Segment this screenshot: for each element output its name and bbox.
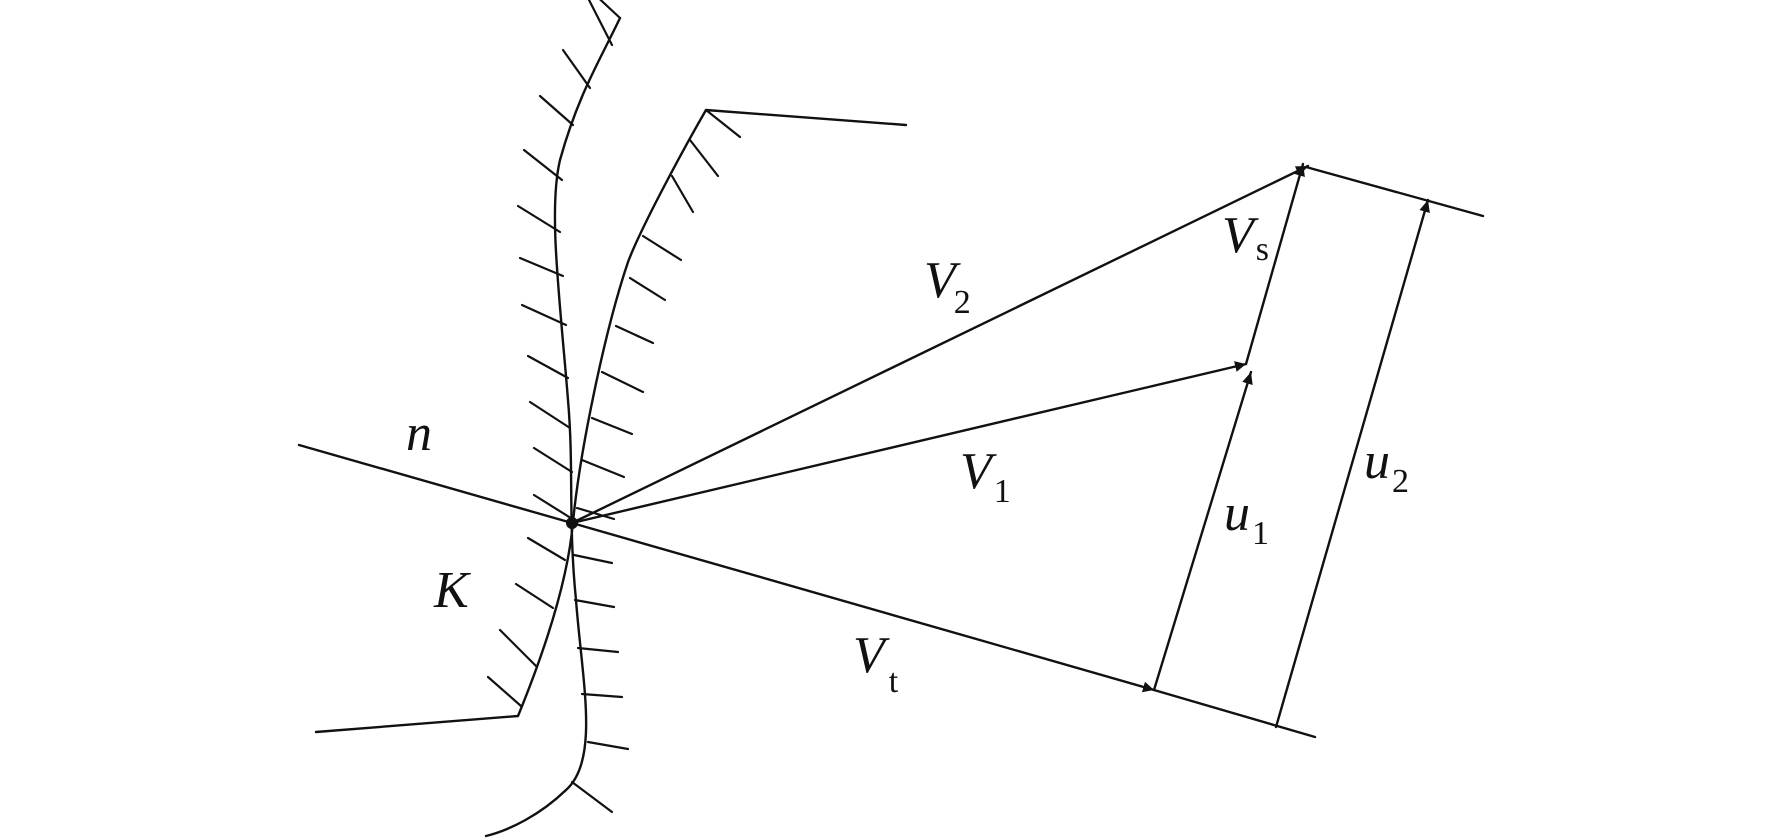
label-u1: u1 xyxy=(1224,485,1269,552)
vector-u2 xyxy=(1274,198,1430,729)
label-u2: u2 xyxy=(1364,433,1409,500)
vector-u1 xyxy=(1152,370,1253,692)
label-vs: Vs xyxy=(1222,207,1269,268)
label-v2: V2 xyxy=(924,252,971,321)
vector-vs xyxy=(1244,162,1305,366)
top-parallel-line xyxy=(1304,165,1485,218)
vector-v1 xyxy=(570,361,1248,525)
vector-vt-extension xyxy=(1152,688,1317,739)
label-n: n xyxy=(406,405,432,462)
left-profile-surface xyxy=(484,0,630,838)
label-v1: V1 xyxy=(960,443,1011,510)
normal-line xyxy=(297,443,574,525)
vector-vt xyxy=(570,521,1156,693)
label-k: K xyxy=(433,562,471,619)
contact-point-k xyxy=(566,517,578,529)
right-profile-surface xyxy=(314,108,908,734)
vector-v2 xyxy=(570,164,1310,525)
